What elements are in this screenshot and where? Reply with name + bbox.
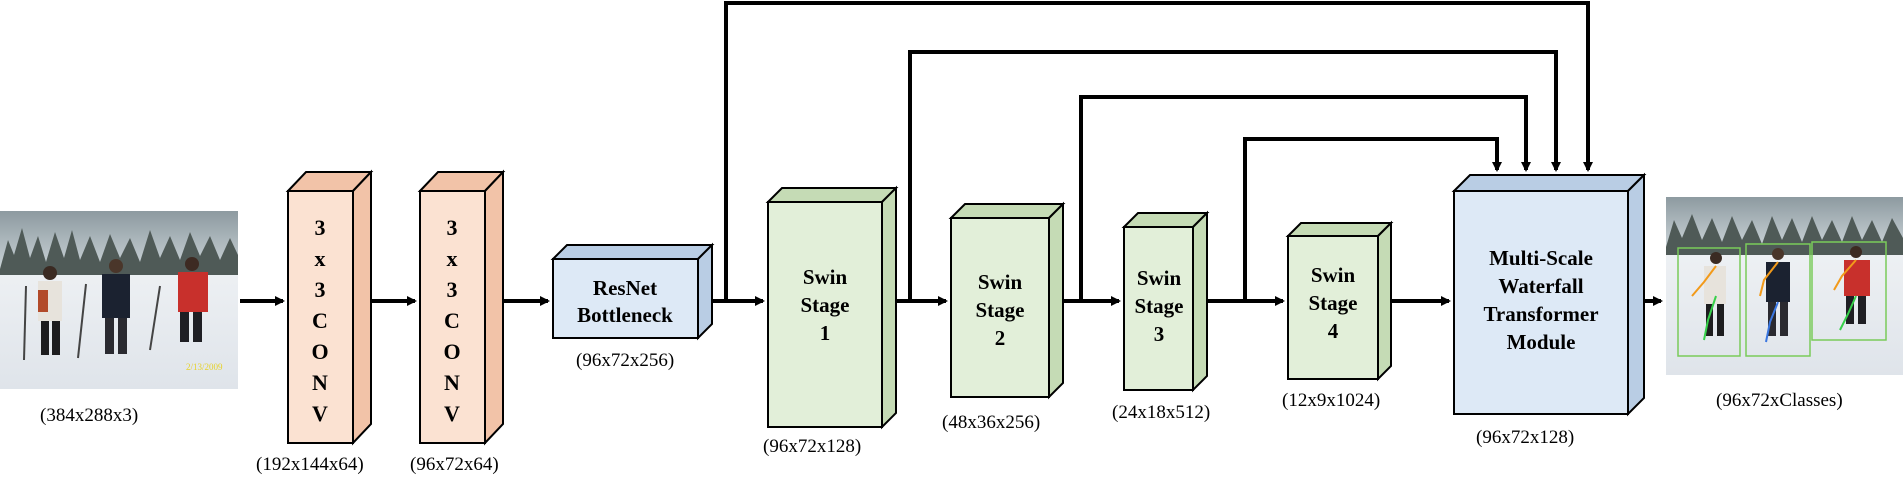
swin3-label-line2: Stage (1135, 294, 1184, 318)
conv-block-1: 3 x 3 C O N V (285, 169, 374, 446)
swin4-label-line3: 4 (1328, 319, 1339, 343)
conv1-char-3: 3 (315, 277, 326, 302)
swin4-label-line1: Swin (1311, 263, 1356, 287)
conv2-char-6: N (444, 370, 460, 395)
conv1-char-5: O (311, 339, 328, 364)
swin4-label-line2: Stage (1309, 291, 1358, 315)
conv2-char-4: C (444, 308, 460, 333)
waterfall-label-line4: Module (1507, 330, 1576, 354)
swin2-dims-label: (48x36x256) (942, 412, 1040, 433)
conv2-char-5: O (443, 339, 460, 364)
swin2-label-line2: Stage (976, 298, 1025, 322)
skip-connection-resnet (724, 1, 1593, 301)
swin3-label-line1: Swin (1137, 266, 1182, 290)
waterfall-transformer-module: Multi-Scale Waterfall Transformer Module (1451, 172, 1647, 417)
conv1-char-4: C (312, 308, 328, 333)
swin3-label-line3: 3 (1154, 322, 1165, 346)
swin2-label-line1: Swin (978, 270, 1023, 294)
resnet-dims-label: (96x72x256) (576, 350, 674, 371)
conv2-char-7: V (444, 401, 460, 426)
conv2-char-3: 3 (447, 277, 458, 302)
input-photo: 2/13/2009 (0, 211, 238, 389)
waterfall-label-line2: Waterfall (1498, 274, 1583, 298)
swin4-dims-label: (12x9x1024) (1282, 390, 1380, 411)
conv2-char-1: 3 (447, 215, 458, 240)
swin-stage-1-block: Swin Stage 1 (765, 185, 899, 430)
conv1-char-2: x (315, 246, 326, 271)
swin-stage-4-block: Swin Stage 4 (1285, 220, 1394, 382)
resnet-bottleneck-block: ResNet Bottleneck (550, 242, 715, 341)
skip-connection-swin3 (1243, 137, 1502, 301)
swin1-label-line1: Swin (803, 265, 848, 289)
swin1-dims-label: (96x72x128) (763, 436, 861, 457)
swin-stage-3-block: Swin Stage 3 (1121, 210, 1210, 393)
waterfall-label-line1: Multi-Scale (1489, 246, 1593, 270)
date-stamp: 2/13/2009 (186, 362, 223, 372)
waterfall-dims-label: (96x72x128) (1476, 427, 1574, 448)
conv1-char-6: N (312, 370, 328, 395)
conv-block-2: 3 x 3 C O N V (417, 169, 506, 446)
conv2-dims-label: (96x72x64) (410, 454, 499, 475)
swin2-label-line3: 2 (995, 326, 1006, 350)
swin1-label-line2: Stage (801, 293, 850, 317)
conv1-char-1: 3 (315, 215, 326, 240)
resnet-label-line2: Bottleneck (577, 303, 673, 327)
waterfall-label-line3: Transformer (1483, 302, 1598, 326)
conv1-char-7: V (312, 401, 328, 426)
resnet-label-line1: ResNet (593, 276, 657, 300)
conv1-dims-label: (192x144x64) (256, 454, 364, 475)
skip-connection-swin1 (908, 50, 1561, 301)
skip-connection-swin2 (1079, 95, 1531, 301)
swin3-dims-label: (24x18x512) (1112, 402, 1210, 423)
swin-stage-2-block: Swin Stage 2 (948, 201, 1066, 400)
swin1-label-line3: 1 (820, 321, 831, 345)
output-dims-label: (96x72xClasses) (1716, 390, 1843, 411)
conv2-char-2: x (447, 246, 458, 271)
input-dims-label: (384x288x3) (40, 405, 138, 426)
output-photo (1666, 197, 1903, 375)
